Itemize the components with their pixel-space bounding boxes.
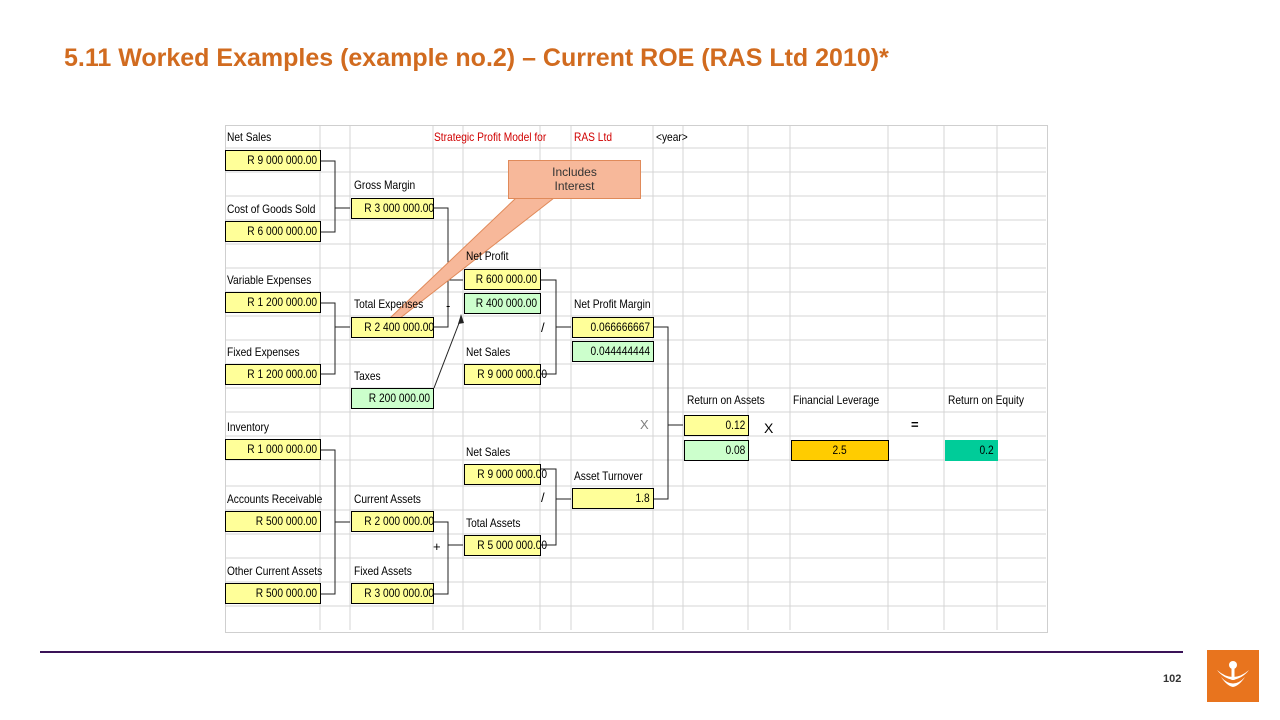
net-profit-cell[interactable]: R 600 000.00 bbox=[464, 269, 541, 290]
page-title: 5.11 Worked Examples (example no.2) – Cu… bbox=[64, 44, 889, 72]
includes-interest-callout: Includes Interest bbox=[508, 160, 641, 199]
variable-expenses-cell[interactable]: R 1 200 000.00 bbox=[225, 292, 321, 313]
net-profit-after-tax-cell[interactable]: R 400 000.00 bbox=[464, 293, 541, 314]
total-assets-label: Total Assets bbox=[466, 516, 521, 530]
footer-divider bbox=[40, 651, 1183, 653]
times-operator-grey: X bbox=[640, 417, 649, 432]
fixed-assets-label: Fixed Assets bbox=[354, 564, 412, 578]
financial-leverage-label: Financial Leverage bbox=[793, 393, 880, 407]
divide-operator-1: / bbox=[541, 320, 545, 335]
university-logo bbox=[1207, 650, 1259, 702]
total-expenses-label: Total Expenses bbox=[354, 297, 424, 311]
variable-expenses-label: Variable Expenses bbox=[227, 273, 312, 287]
current-assets-cell[interactable]: R 2 000 000.00 bbox=[351, 511, 434, 532]
minus-operator: - bbox=[446, 298, 451, 313]
logo-emblem-icon bbox=[1217, 661, 1249, 687]
net-sales-label: Net Sales bbox=[227, 130, 272, 144]
year-placeholder: <year> bbox=[656, 130, 688, 144]
gross-margin-label: Gross Margin bbox=[354, 178, 416, 192]
current-assets-label: Current Assets bbox=[354, 492, 421, 506]
callout-line-2: Interest bbox=[554, 179, 595, 193]
return-on-equity-label: Return on Equity bbox=[948, 393, 1024, 407]
plus-operator: + bbox=[433, 539, 441, 554]
total-assets-cell[interactable]: R 5 000 000.00 bbox=[464, 535, 547, 556]
net-sales-3-label: Net Sales bbox=[466, 445, 511, 459]
return-on-assets-cell[interactable]: 0.12 bbox=[684, 415, 749, 436]
total-expenses-cell[interactable]: R 2 400 000.00 bbox=[351, 317, 434, 338]
divide-operator-2: / bbox=[541, 490, 545, 505]
taxes-cell[interactable]: R 200 000.00 bbox=[351, 388, 434, 409]
other-current-assets-cell[interactable]: R 500 000.00 bbox=[225, 583, 321, 604]
cogs-cell[interactable]: R 6 000 000.00 bbox=[225, 221, 321, 242]
taxes-label: Taxes bbox=[354, 369, 381, 383]
asset-turnover-cell[interactable]: 1.8 bbox=[572, 488, 654, 509]
net-sales-2-cell[interactable]: R 9 000 000.00 bbox=[464, 364, 547, 385]
callout-line-1: Includes bbox=[552, 165, 597, 179]
fixed-expenses-label: Fixed Expenses bbox=[227, 345, 300, 359]
net-profit-margin-cell[interactable]: 0.066666667 bbox=[572, 317, 654, 338]
return-on-assets-after-tax-cell[interactable]: 0.08 bbox=[684, 440, 749, 461]
asset-turnover-label: Asset Turnover bbox=[574, 469, 643, 483]
equals-operator: = bbox=[911, 417, 919, 432]
fixed-assets-cell[interactable]: R 3 000 000.00 bbox=[351, 583, 434, 604]
net-sales-2-label: Net Sales bbox=[466, 345, 511, 359]
accounts-receivable-label: Accounts Receivable bbox=[227, 492, 323, 506]
page-number: 102 bbox=[1163, 673, 1182, 685]
model-title-label: Strategic Profit Model for bbox=[434, 130, 547, 144]
net-sales-3-cell[interactable]: R 9 000 000.00 bbox=[464, 464, 547, 485]
financial-leverage-cell[interactable]: 2.5 bbox=[791, 440, 889, 461]
net-profit-label: Net Profit bbox=[466, 249, 509, 263]
accounts-receivable-cell[interactable]: R 500 000.00 bbox=[225, 511, 321, 532]
times-operator: X bbox=[764, 420, 774, 436]
other-current-assets-label: Other Current Assets bbox=[227, 564, 323, 578]
cogs-label: Cost of Goods Sold bbox=[227, 202, 316, 216]
net-profit-margin-after-tax-cell[interactable]: 0.044444444 bbox=[572, 341, 654, 362]
fixed-expenses-cell[interactable]: R 1 200 000.00 bbox=[225, 364, 321, 385]
return-on-equity-cell[interactable]: 0.2 bbox=[945, 440, 998, 461]
inventory-label: Inventory bbox=[227, 420, 269, 434]
gross-margin-cell[interactable]: R 3 000 000.00 bbox=[351, 198, 434, 219]
net-sales-cell[interactable]: R 9 000 000.00 bbox=[225, 150, 321, 171]
company-label: RAS Ltd bbox=[574, 130, 612, 144]
inventory-cell[interactable]: R 1 000 000.00 bbox=[225, 439, 321, 460]
return-on-assets-label: Return on Assets bbox=[687, 393, 765, 407]
net-profit-margin-label: Net Profit Margin bbox=[574, 297, 651, 311]
